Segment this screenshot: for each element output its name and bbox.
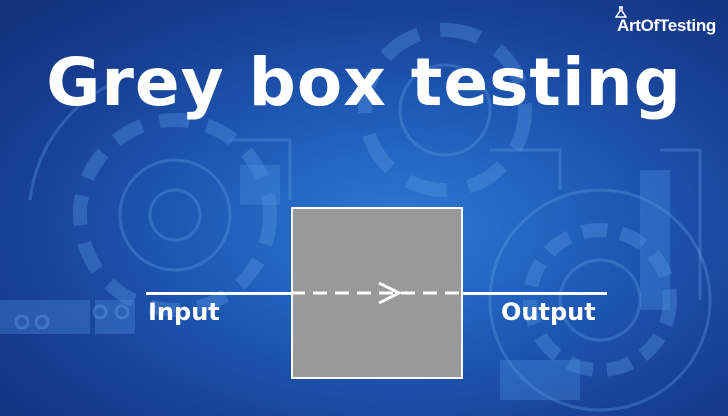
brand-logo: ArtOfTesting	[614, 6, 716, 36]
brand-name: ArtOfTesting	[616, 16, 716, 35]
output-line	[462, 292, 607, 295]
page-title: Grey box testing	[46, 44, 682, 121]
output-label: Output	[501, 298, 596, 326]
input-label: Input	[148, 298, 220, 326]
flask-icon	[614, 6, 627, 18]
dashed-arrow	[291, 281, 463, 305]
input-line	[146, 292, 292, 295]
